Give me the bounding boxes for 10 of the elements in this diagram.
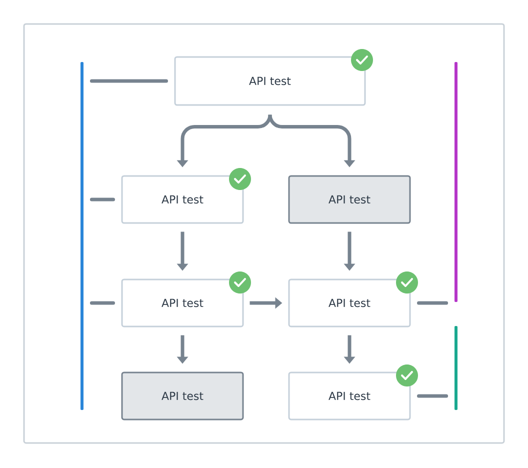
process-box: API test [121,278,244,328]
process-box: API test [288,278,411,328]
vertical-bar [454,326,458,410]
process-box: API test [121,175,244,224]
process-box: API test [174,56,366,106]
process-box: API test [121,372,244,420]
process-box: API test [288,372,411,420]
process-box: API test [288,175,411,224]
vertical-bar [80,62,84,410]
vertical-bar [454,62,458,302]
